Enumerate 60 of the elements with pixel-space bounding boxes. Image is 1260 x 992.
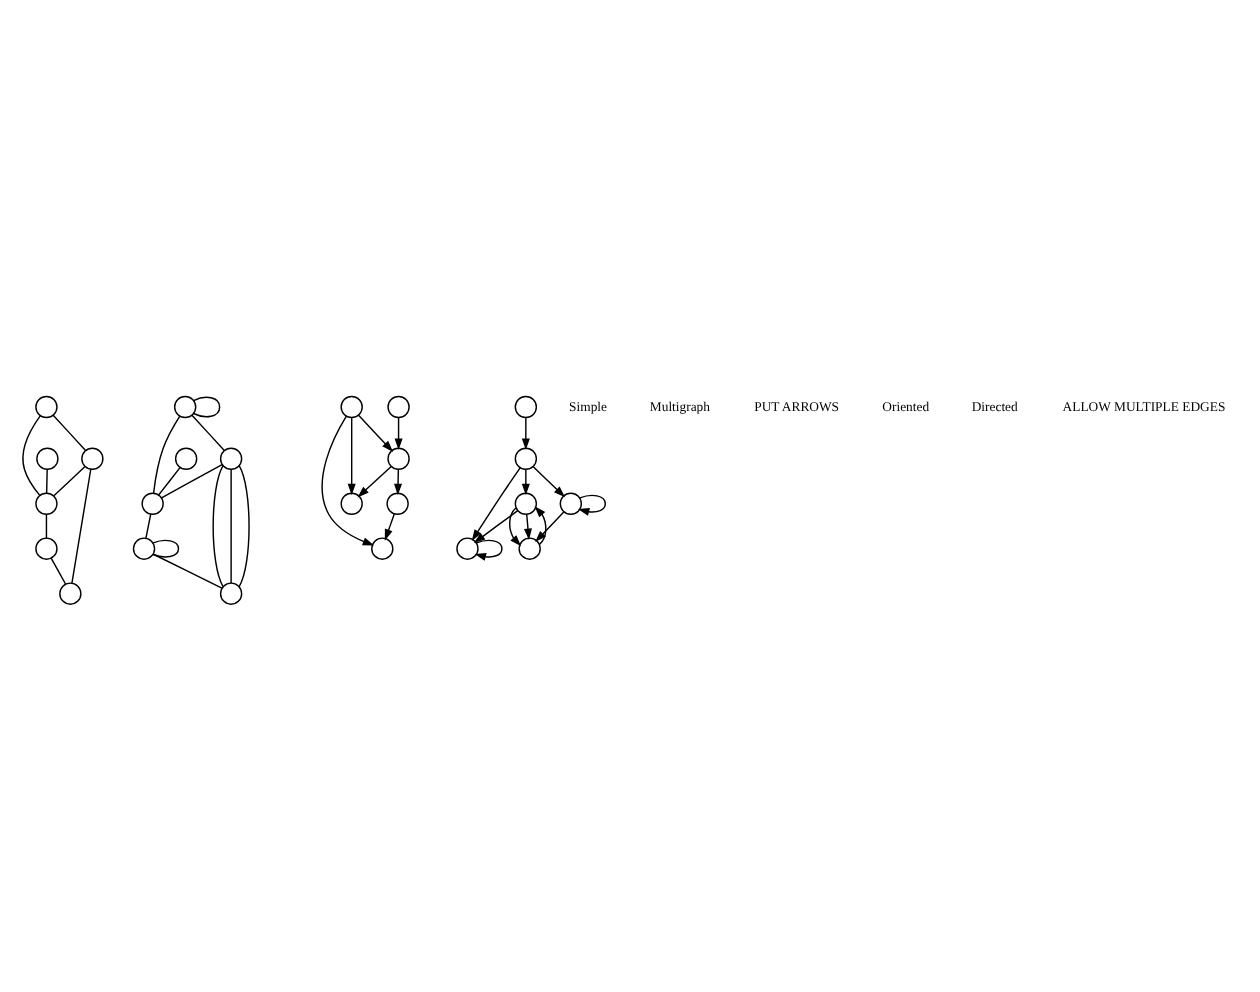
connector xyxy=(152,552,223,588)
node-circle xyxy=(36,446,59,469)
connector xyxy=(160,462,223,498)
arrow xyxy=(523,512,532,540)
node-circle xyxy=(514,491,538,514)
node-circle xyxy=(132,536,156,559)
connector xyxy=(52,413,87,451)
node-circle xyxy=(219,581,243,604)
connector xyxy=(158,465,181,495)
arrow xyxy=(394,467,403,495)
arrow xyxy=(473,508,519,543)
arrow xyxy=(532,465,566,497)
node-circle xyxy=(219,446,243,469)
connector xyxy=(53,465,86,496)
arrow xyxy=(521,415,530,450)
node-circle xyxy=(35,536,58,559)
connector xyxy=(212,464,224,587)
node-circle xyxy=(559,491,583,514)
node-circle xyxy=(141,491,164,514)
connector xyxy=(238,464,250,587)
connector xyxy=(191,413,226,451)
node-circle xyxy=(456,536,479,559)
node-circle xyxy=(174,446,198,469)
arrow xyxy=(521,467,530,495)
arrow xyxy=(384,512,396,540)
node-circle xyxy=(35,394,58,418)
arrow xyxy=(471,466,521,540)
arrow xyxy=(534,505,547,545)
connector xyxy=(45,467,48,493)
arrow xyxy=(357,464,392,497)
node-circle xyxy=(340,491,363,514)
arrow xyxy=(394,415,403,450)
connector xyxy=(145,512,152,538)
node-circle xyxy=(387,394,410,418)
connector xyxy=(71,467,92,583)
connector xyxy=(152,414,181,493)
connector xyxy=(230,467,232,583)
node-circle xyxy=(173,394,197,418)
node-circle xyxy=(518,536,541,559)
connector xyxy=(22,414,41,496)
node-circle xyxy=(514,446,538,469)
node-circle xyxy=(59,581,82,604)
connector xyxy=(192,395,221,417)
connector xyxy=(152,538,180,557)
arrow xyxy=(577,493,606,515)
node-circle xyxy=(81,446,104,469)
arrow xyxy=(347,416,356,495)
connector xyxy=(45,512,48,538)
connector xyxy=(50,556,67,584)
arrow xyxy=(535,510,565,542)
arrow xyxy=(321,414,375,545)
node-circle xyxy=(387,446,410,469)
node-circle xyxy=(340,394,363,418)
arrow xyxy=(509,506,522,546)
node-circle xyxy=(514,394,538,418)
node-circle xyxy=(386,491,409,514)
arrow xyxy=(357,413,394,451)
node-circle xyxy=(35,491,58,514)
node-circle xyxy=(371,536,394,559)
arrow xyxy=(474,538,503,560)
